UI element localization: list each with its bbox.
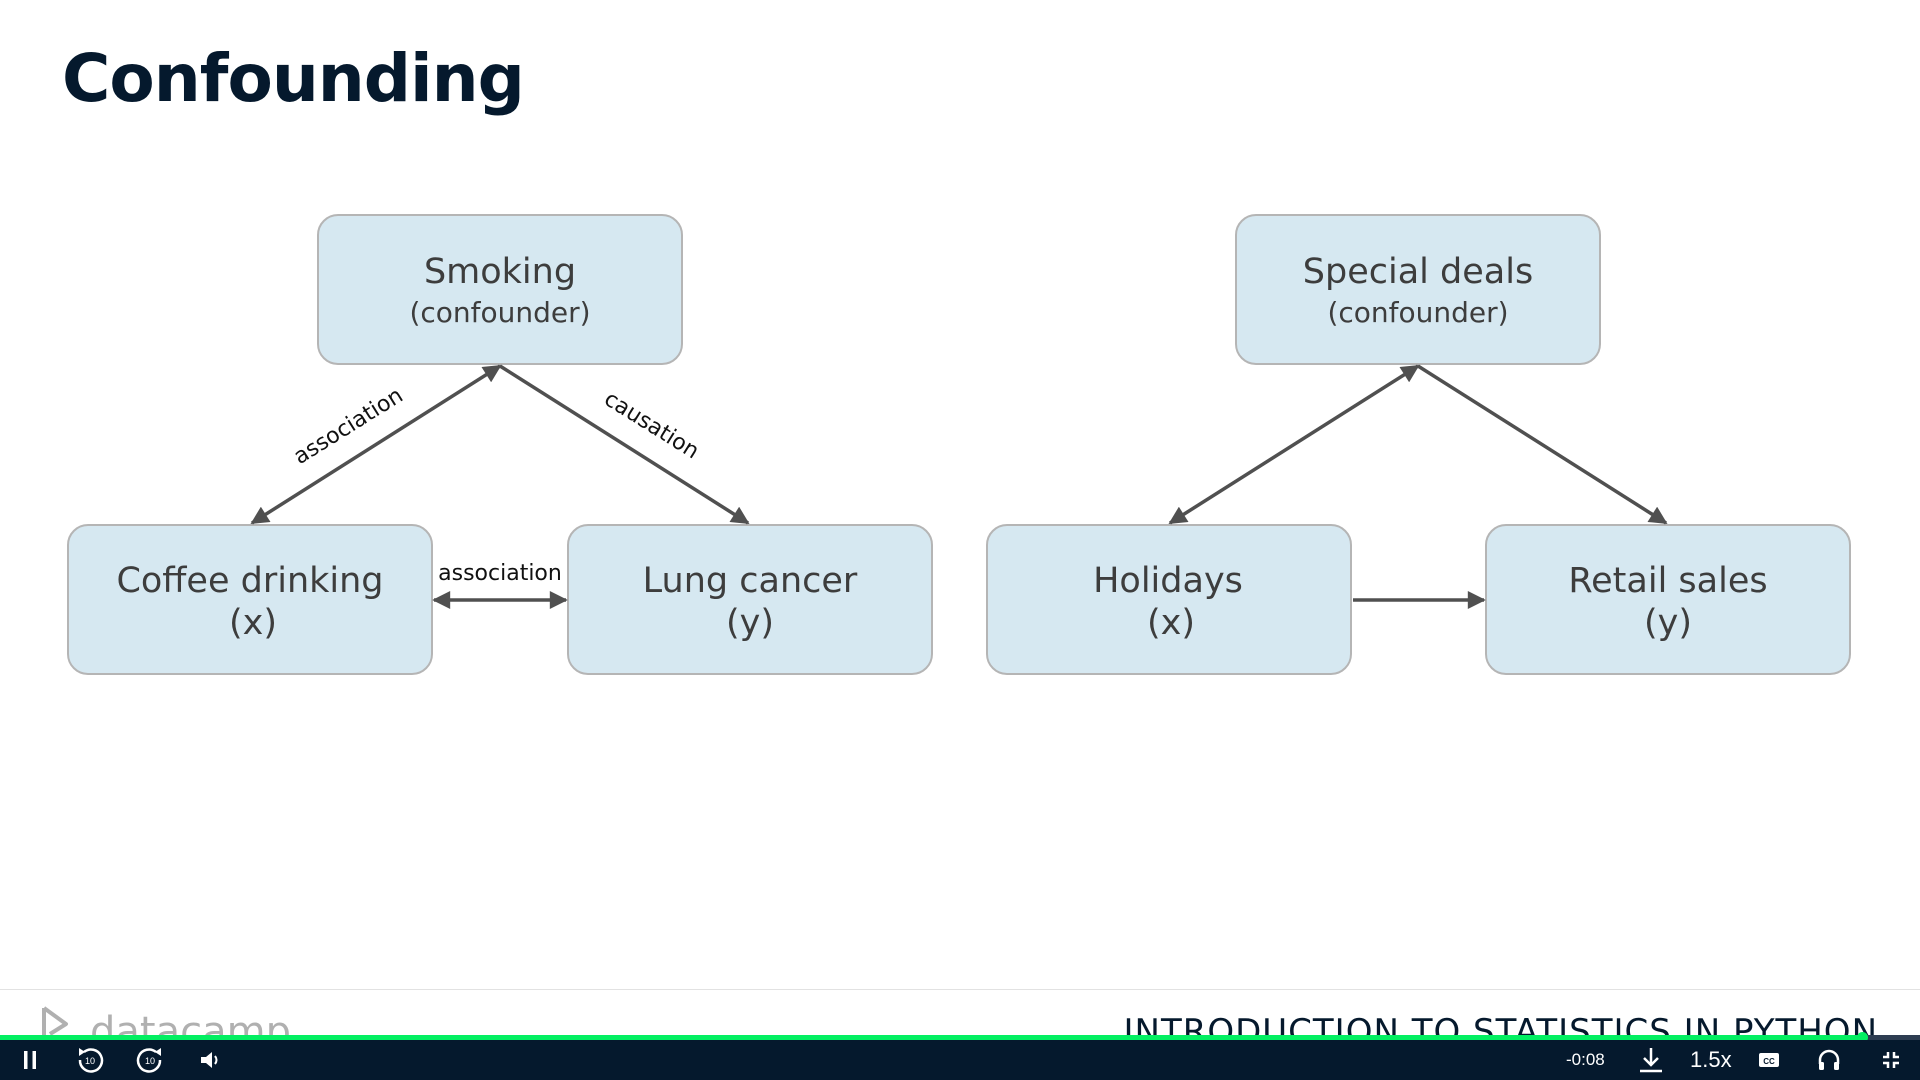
headphones-icon bbox=[1818, 1049, 1840, 1070]
retail-sales-node: Retail sales (y) bbox=[1485, 524, 1851, 675]
download-icon bbox=[1640, 1048, 1662, 1073]
holidays-sublabel: (x) bbox=[1147, 603, 1195, 643]
pause-icon bbox=[24, 1051, 36, 1069]
rewind-seconds: 10 bbox=[85, 1056, 95, 1066]
edge-label-association-bottom: association bbox=[438, 561, 562, 586]
captions-icon: CC bbox=[1759, 1053, 1779, 1067]
rewind-icon: 10 bbox=[78, 1048, 104, 1073]
right-diagram: Special deals (confounder) Holidays (x) … bbox=[986, 214, 1851, 675]
time-remaining: -0:08 bbox=[1566, 1050, 1605, 1069]
special-deals-label: Special deals bbox=[1303, 252, 1533, 292]
progress-scrubber[interactable] bbox=[1857, 1032, 1869, 1043]
edge-label-causation: causation bbox=[600, 387, 704, 465]
smoking-label: Smoking bbox=[424, 252, 576, 292]
exit-fullscreen-button[interactable] bbox=[1876, 1040, 1906, 1080]
retail-sales-sublabel: (y) bbox=[1644, 603, 1692, 643]
volume-icon bbox=[201, 1052, 218, 1068]
audio-button[interactable] bbox=[1814, 1040, 1844, 1080]
left-diagram: Smoking (confounder) Coffee drinking (x)… bbox=[67, 214, 933, 675]
edge-label-association-top: association bbox=[289, 383, 407, 470]
coffee-drinking-node: Coffee drinking (x) bbox=[67, 524, 433, 675]
retail-sales-label: Retail sales bbox=[1568, 561, 1767, 601]
forward-icon: 10 bbox=[136, 1048, 162, 1073]
causation-arrow-smoking-lung bbox=[499, 364, 750, 525]
pause-button[interactable] bbox=[14, 1040, 46, 1080]
lung-cancer-node: Lung cancer (y) bbox=[567, 524, 933, 675]
rewind-10-button[interactable]: 10 bbox=[72, 1040, 108, 1080]
exit-fullscreen-icon bbox=[1883, 1052, 1899, 1068]
association-arrow-smoking-coffee bbox=[250, 364, 502, 525]
playback-speed-button[interactable]: 1.5x bbox=[1690, 1047, 1732, 1072]
special-deals-node: Special deals (confounder) bbox=[1235, 214, 1601, 365]
smoking-sublabel: (confounder) bbox=[409, 296, 590, 329]
arrow-deals-holidays bbox=[1168, 364, 1420, 525]
arrow-deals-retail bbox=[1417, 364, 1668, 525]
download-button[interactable] bbox=[1636, 1040, 1666, 1080]
special-deals-sublabel: (confounder) bbox=[1327, 296, 1508, 329]
progress-bar[interactable] bbox=[0, 1032, 1920, 1043]
datacamp-logo: datacamp bbox=[40, 1002, 291, 1040]
lung-cancer-sublabel: (y) bbox=[726, 603, 774, 643]
holidays-label: Holidays bbox=[1093, 561, 1243, 601]
coffee-drinking-sublabel: (x) bbox=[229, 603, 277, 643]
lung-cancer-label: Lung cancer bbox=[643, 561, 858, 601]
progress-fill bbox=[0, 1035, 1863, 1040]
holidays-node: Holidays (x) bbox=[986, 524, 1352, 675]
smoking-node: Smoking (confounder) bbox=[317, 214, 683, 365]
volume-button[interactable] bbox=[196, 1040, 226, 1080]
captions-button[interactable]: CC bbox=[1756, 1040, 1782, 1080]
coffee-drinking-label: Coffee drinking bbox=[116, 561, 383, 601]
svg-text:CC: CC bbox=[1763, 1057, 1775, 1066]
slide-title: Confounding bbox=[62, 40, 525, 117]
datacamp-logo-text: datacamp bbox=[90, 1009, 291, 1040]
forward-10-button[interactable]: 10 bbox=[132, 1040, 168, 1080]
forward-seconds: 10 bbox=[145, 1056, 155, 1066]
footer-divider bbox=[0, 989, 1920, 990]
video-player-controls: 10 10 -0:08 1.5x CC bbox=[0, 1040, 1920, 1080]
